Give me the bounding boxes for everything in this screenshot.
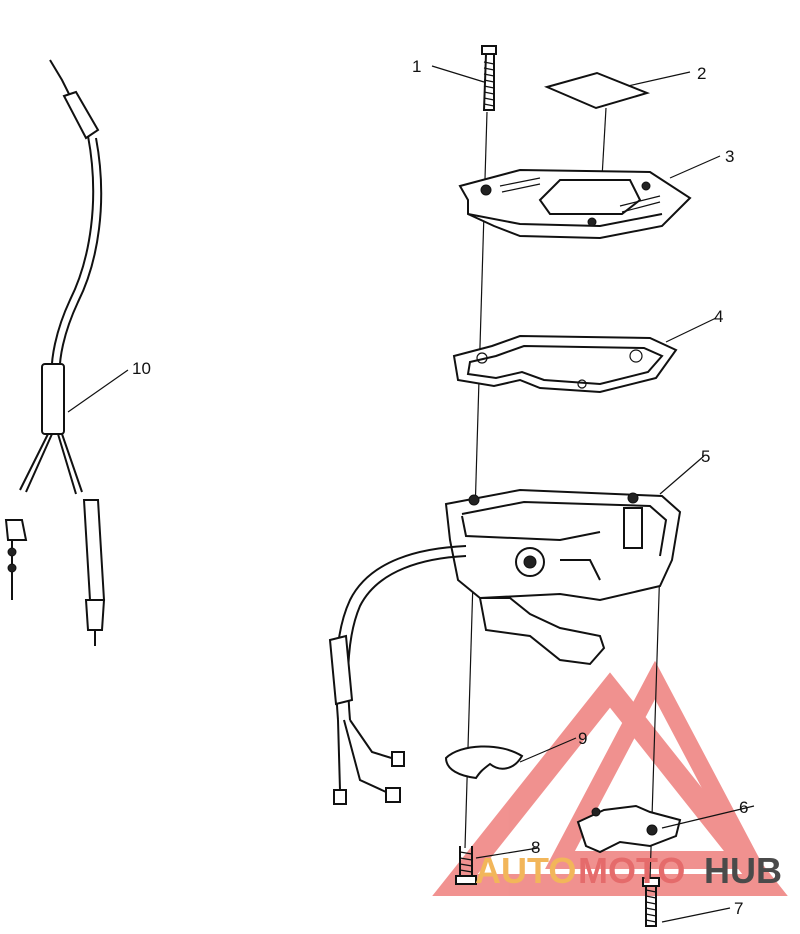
part-screw-7	[642, 877, 660, 927]
watermark-auto: AUTO	[475, 850, 576, 891]
callout-8: 8	[531, 838, 540, 857]
callout-7: 7	[734, 899, 743, 918]
callout-5: 5	[701, 447, 710, 466]
part-screw-1	[481, 45, 497, 111]
callout-3: 3	[725, 147, 734, 166]
part-decal-2	[543, 71, 651, 110]
part-cable-10	[4, 59, 106, 646]
callout-2: 2	[697, 64, 706, 83]
part-gasket-4	[452, 334, 678, 394]
leader-lines	[67, 65, 755, 923]
part-housing-5	[444, 488, 682, 666]
callout-9: 9	[578, 729, 587, 748]
housing-wire-harness	[328, 545, 467, 805]
part-top-cover-3	[458, 168, 692, 240]
callout-4: 4	[714, 307, 723, 326]
watermark-hub: HUB	[704, 850, 782, 891]
part-clip-9	[444, 745, 524, 780]
watermark-logo	[432, 660, 788, 896]
part-screw-8	[455, 846, 477, 885]
callout-10: 10	[132, 359, 151, 378]
part-bracket-6	[576, 804, 682, 854]
callout-1: 1	[412, 57, 421, 76]
watermark-moto: MOTO	[578, 850, 685, 891]
callout-labels: 1 2 3 4 5 6 7 8 9 10	[132, 57, 748, 918]
callout-6: 6	[739, 798, 748, 817]
watermark-text: AUTO MOTO HUB	[475, 850, 782, 891]
